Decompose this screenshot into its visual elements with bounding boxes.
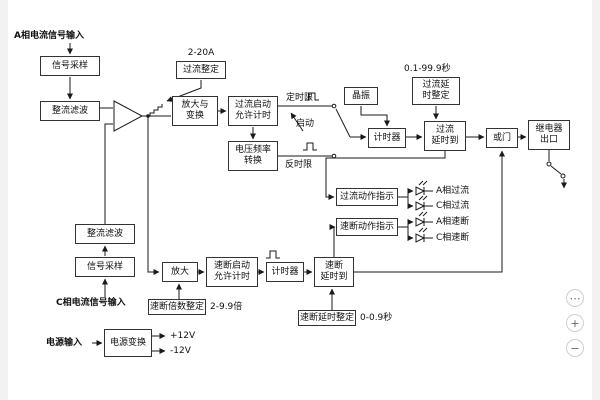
timer-qb-block: 计时器 (266, 262, 304, 282)
oc-start-timing-block: 过流启动 允许计时 (228, 96, 278, 126)
oc-setting-range-label: 2-20A (187, 48, 215, 58)
power-input-label: 电源输入 (46, 338, 83, 348)
led-c-quickbreak-label: C相速断 (436, 233, 470, 243)
qb-action-indicator-block: 速断动作指示 (336, 218, 398, 236)
op-amp-icon (113, 100, 144, 132)
power-convert-block: 电源变换 (104, 329, 152, 357)
timer-oc-block: 计时器 (368, 128, 406, 148)
led-icon (415, 195, 433, 211)
relay-contact-icon (546, 150, 567, 189)
qb-start-timing-block: 速断启动 允许计时 (206, 257, 258, 287)
crystal-osc-block: 晶振 (344, 87, 378, 105)
phase-a-input-label: A相电流信号输入 (14, 31, 84, 41)
definite-time-label: 定时限 (286, 93, 314, 103)
zoom-out-button[interactable]: − (566, 339, 584, 357)
led-icon (415, 180, 433, 196)
led-c-overcurrent-label: C相过流 (436, 201, 470, 211)
signal-sample-c-block: 信号采样 (75, 257, 135, 277)
inverse-time-label: 反时限 (285, 160, 313, 170)
qb-multiple-range-label: 2-9.9倍 (210, 302, 243, 312)
gain-selector-icon (149, 104, 163, 116)
vf-convert-block: 电压频率 转换 (228, 141, 278, 171)
left-gutter (0, 0, 8, 400)
oc-delay-range-label: 0.1-99.9秒 (404, 64, 451, 74)
oc-setting-block: 过流整定 (176, 61, 226, 79)
minus-12v-label: -12V (170, 346, 191, 356)
phase-c-input-label: C相电流信号输入 (56, 298, 126, 308)
qb-delay-reached-block: 速断 延时到 (314, 257, 354, 287)
amp-qb-block: 放大 (162, 262, 198, 282)
plus-12v-label: +12V (170, 331, 196, 341)
oc-delay-setting-block: 过流延 时整定 (412, 77, 460, 105)
oc-action-indicator-block: 过流动作指示 (336, 188, 398, 206)
or-gate-block: 或门 (486, 128, 518, 148)
zoom-in-button[interactable]: + (566, 314, 584, 332)
qb-multiple-setting-block: 速断倍数整定 (148, 299, 206, 315)
right-gutter (592, 0, 600, 400)
led-a-quickbreak-label: A相速断 (436, 217, 470, 227)
menu-button[interactable]: ⋯ (566, 289, 584, 307)
signal-sample-a-block: 信号采样 (40, 56, 100, 76)
rectifier-filter-c-block: 整流滤波 (75, 224, 135, 244)
pulse-icon (305, 92, 319, 101)
led-icon (415, 211, 433, 227)
led-icon (415, 227, 433, 243)
relay-outlet-block: 继电器 出口 (528, 120, 570, 150)
junction-dot (146, 114, 150, 118)
oc-delay-reached-block: 过流 延时到 (424, 121, 466, 151)
start-label: 启动 (296, 119, 315, 129)
pulse-icon (303, 142, 317, 151)
pulse-icon (266, 250, 280, 259)
time-selector-icon (331, 103, 337, 159)
rectifier-filter-a-block: 整流滤波 (40, 101, 100, 121)
amp-transform-block: 放大与 变换 (172, 96, 218, 126)
led-a-overcurrent-label: A相过流 (436, 186, 470, 196)
start-switch-icon (290, 112, 304, 132)
qb-delay-setting-block: 速断延时整定 (298, 310, 356, 326)
qb-delay-range-label: 0-0.9秒 (360, 313, 393, 323)
